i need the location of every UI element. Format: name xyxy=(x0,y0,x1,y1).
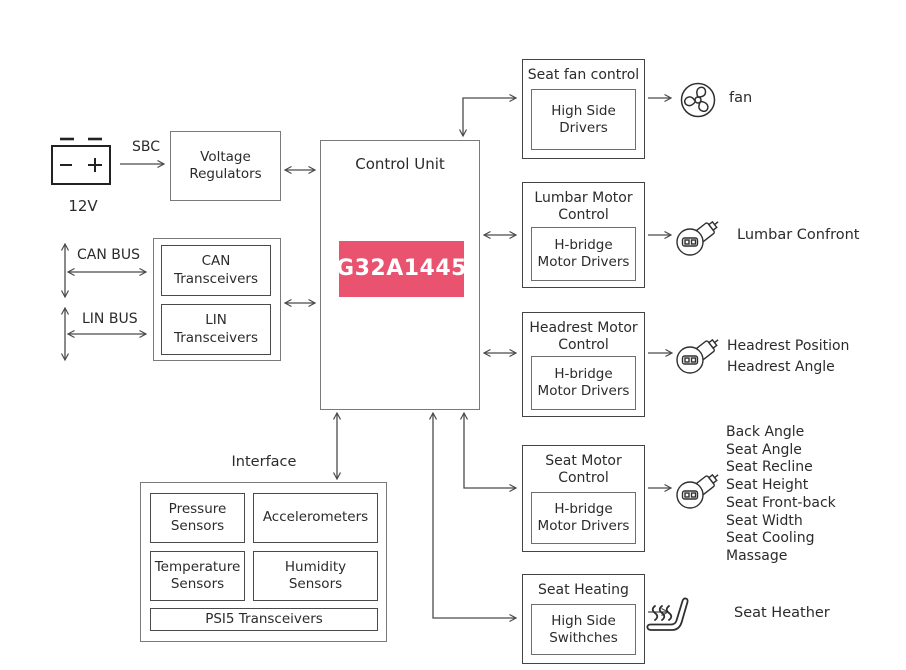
seat-output-label: Seat Recline xyxy=(726,459,813,476)
headrest-hbridge-label: H-bridge Motor Drivers xyxy=(537,366,630,399)
seat-output-label: Seat Height xyxy=(726,477,809,494)
headrest-output-label: Headrest Angle xyxy=(727,359,835,375)
seat-heating-output-label: Seat Heather xyxy=(734,605,830,621)
seat-heater-icon xyxy=(646,597,689,631)
lumbar-motor-control-box: Lumbar Motor Control H-bridge Motor Driv… xyxy=(522,182,645,288)
lumbar-motor-control-title: Lumbar Motor Control xyxy=(534,190,633,223)
high-side-drivers-box: High Side Drivers xyxy=(531,89,636,150)
can-transceivers-box: CAN Transceivers xyxy=(161,245,271,296)
voltage-regulators-box: Voltage Regulators xyxy=(170,131,281,201)
seat-hbridge-label: H-bridge Motor Drivers xyxy=(537,501,630,534)
voltage-regulators-label: Voltage Regulators xyxy=(189,148,262,182)
lumbar-hbridge-label: H-bridge Motor Drivers xyxy=(537,237,630,270)
battery-voltage-label: 12V xyxy=(68,197,98,215)
humidity-sensors-box: Humidity Sensors xyxy=(253,551,378,601)
battery-icon xyxy=(51,137,111,185)
headrest-motor-control-title: Headrest Motor Control xyxy=(529,320,638,353)
humidity-sensors-label: Humidity Sensors xyxy=(284,558,347,592)
fan-icon xyxy=(680,82,716,118)
control-unit-title: Control Unit xyxy=(355,155,445,173)
headrest-motor-control-box: Headrest Motor Control H-bridge Motor Dr… xyxy=(522,312,645,417)
seat-hbridge-box: H-bridge Motor Drivers xyxy=(531,492,636,544)
motor-icon xyxy=(676,473,719,509)
seat-motor-control-title: Seat Motor Control xyxy=(545,453,622,486)
psi5-transceivers-label: PSI5 Transceivers xyxy=(205,610,323,627)
accelerometers-box: Accelerometers xyxy=(253,493,378,543)
seat-output-label: Seat Cooling xyxy=(726,530,815,547)
seat-output-label: Back Angle xyxy=(726,424,805,440)
connector-control-unit-seat-motor xyxy=(459,411,518,493)
can-bus-label: CAN BUS xyxy=(77,247,141,263)
control-unit-box: Control Unit G32A1445 xyxy=(320,140,480,410)
accelerometers-label: Accelerometers xyxy=(262,509,369,526)
headrest-output-label: Headrest Position xyxy=(727,338,850,354)
lin-transceivers-box: LIN Transceivers xyxy=(161,304,271,355)
high-side-switches-label: High Side Swithches xyxy=(549,612,618,646)
temperature-sensors-label: Temperature Sensors xyxy=(154,558,241,592)
temperature-sensors-box: Temperature Sensors xyxy=(150,551,245,601)
pressure-sensors-box: Pressure Sensors xyxy=(150,493,245,543)
interface-title: Interface xyxy=(231,454,297,470)
high-side-switches-box: High Side Swithches xyxy=(531,604,636,655)
motor-icon xyxy=(676,338,719,374)
seat-fan-control-box: Seat fan control High Side Drivers xyxy=(522,59,645,159)
seat-output-label: Massage xyxy=(726,547,788,564)
seat-heating-box: Seat Heating High Side Swithches xyxy=(522,574,645,664)
lin-transceivers-label: LIN Transceivers xyxy=(173,312,259,346)
lumbar-hbridge-box: H-bridge Motor Drivers xyxy=(531,227,636,281)
connector-control-unit-seat-heating xyxy=(428,411,518,623)
seat-output-label: Seat Front-back xyxy=(726,494,836,511)
seat-motor-control-box: Seat Motor Control H-bridge Motor Driver… xyxy=(522,445,645,552)
seat-output-label: Seat Angle xyxy=(726,441,802,458)
sbc-label: SBC xyxy=(131,139,161,155)
psi5-transceivers-box: PSI5 Transceivers xyxy=(150,608,378,631)
lin-bus-label: LIN BUS xyxy=(82,311,138,327)
seat-output-label: Seat Width xyxy=(726,512,803,529)
chip-g32a1445: G32A1445 xyxy=(336,241,466,297)
motor-icon xyxy=(676,220,719,256)
high-side-drivers-label: High Side Drivers xyxy=(551,102,616,136)
seat-fan-control-title: Seat fan control xyxy=(527,67,640,83)
can-transceivers-label: CAN Transceivers xyxy=(173,253,259,287)
headrest-hbridge-box: H-bridge Motor Drivers xyxy=(531,356,636,410)
lumbar-output-label: Lumbar Confront xyxy=(737,227,860,243)
fan-output-label: fan xyxy=(729,90,753,106)
headrest-output-labels: Headrest Position Headrest Angle xyxy=(727,336,849,378)
seat-motor-output-labels: Back Angle Seat Angle Seat Recline Seat … xyxy=(726,424,836,566)
seat-heating-title: Seat Heating xyxy=(538,582,629,598)
pressure-sensors-label: Pressure Sensors xyxy=(168,500,227,534)
interface-outer-box: Pressure Sensors Accelerometers Temperat… xyxy=(140,482,387,642)
connector-control-unit-seat-fan xyxy=(458,93,518,138)
